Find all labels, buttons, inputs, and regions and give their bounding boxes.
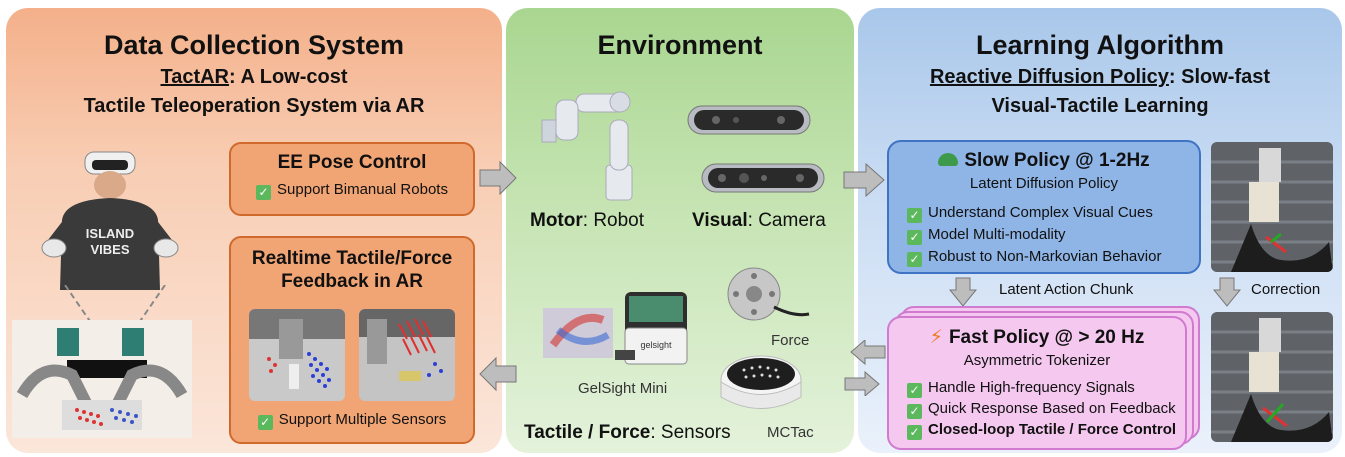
dashed-connector bbox=[64, 285, 166, 344]
fast-policy-subtitle: Asymmetric Tokenizer bbox=[963, 352, 1111, 369]
force-sensor-image bbox=[727, 267, 810, 321]
feedback-title-line1: Realtime Tactile/Force bbox=[251, 248, 453, 269]
gelsight-logo-text: gelsight bbox=[640, 340, 672, 350]
ee-pose-item: ✓ Support Bimanual Robots bbox=[231, 181, 473, 200]
camera-image-2 bbox=[701, 163, 825, 193]
robot-arm-image bbox=[541, 91, 633, 201]
slow-policy-item: ✓ Model Multi-modality bbox=[907, 226, 1199, 245]
shirt-text-line2: VIBES bbox=[90, 242, 129, 257]
check-icon: ✓ bbox=[256, 185, 272, 200]
turtle-icon bbox=[938, 153, 959, 166]
slow-item-text: Robust to Non-Markovian Behavior bbox=[928, 248, 1162, 265]
data-collection-title: Data Collection System bbox=[103, 30, 405, 60]
slow-policy-item: ✓ Understand Complex Visual Cues bbox=[907, 204, 1199, 223]
mctac-label: MCTac bbox=[767, 424, 814, 441]
rdp-name: Reactive Diffusion Policy bbox=[929, 66, 1169, 88]
visual-label: Visual: Camera bbox=[692, 210, 826, 232]
mctac-image bbox=[720, 355, 802, 409]
gelsight-mini-image: gelsight bbox=[543, 292, 688, 365]
ee-pose-control-box: EE Pose Control ✓ Support Bimanual Robots bbox=[229, 142, 475, 216]
fast-policy-title-text: Fast Policy @ > 20 Hz bbox=[948, 327, 1145, 348]
tactar-name: TactAR bbox=[160, 66, 229, 88]
slow-policy-robot-photo bbox=[1211, 142, 1333, 272]
fast-policy-item: ✓ Closed-loop Tactile / Force Control bbox=[907, 421, 1185, 440]
check-icon: ✓ bbox=[907, 252, 922, 267]
slow-item-text: Model Multi-modality bbox=[928, 226, 1066, 243]
arrow-left-icon bbox=[479, 356, 517, 392]
tactile-label-rest: : Sensors bbox=[650, 422, 731, 443]
learning-algorithm-title: Learning Algorithm bbox=[976, 30, 1224, 60]
swap-arrows-icon bbox=[844, 340, 886, 396]
lightning-icon: ⚡ bbox=[929, 327, 943, 348]
fast-item-text: Quick Response Based on Feedback bbox=[928, 400, 1176, 417]
rdp-subtitle-rest: : Slow-fast bbox=[1168, 66, 1271, 88]
fast-item-text: Handle High-frequency Signals bbox=[928, 379, 1135, 396]
rdp-subtitle-line2: Visual-Tactile Learning bbox=[991, 95, 1209, 117]
check-icon: ✓ bbox=[907, 208, 922, 223]
fast-item-text-bold: Closed-loop Tactile / Force Control bbox=[928, 421, 1177, 438]
check-icon: ✓ bbox=[907, 404, 922, 419]
force-label: Force bbox=[771, 332, 810, 349]
tactar-subtitle-rest: : A Low-cost bbox=[229, 66, 348, 88]
ee-pose-control-title: EE Pose Control bbox=[277, 152, 427, 173]
vr-operator-illustration: ISLAND VIBES bbox=[41, 151, 179, 290]
visual-label-bold: Visual bbox=[692, 210, 748, 231]
ee-pose-item-text: Support Bimanual Robots bbox=[277, 181, 448, 198]
fast-policy-item: ✓ Quick Response Based on Feedback bbox=[907, 400, 1185, 419]
camera-image-1 bbox=[687, 105, 811, 135]
slow-policy-list: ✓ Understand Complex Visual Cues ✓ Model M… bbox=[907, 204, 1199, 267]
visual-label-rest: : Camera bbox=[747, 210, 826, 231]
motor-label-bold: Motor bbox=[530, 210, 583, 231]
arrow-down-icon bbox=[948, 277, 978, 307]
arrow-right-icon bbox=[843, 162, 885, 198]
check-icon: ✓ bbox=[257, 415, 273, 430]
check-icon: ✓ bbox=[907, 383, 922, 398]
tactar-subtitle-line2: Tactile Teleoperation System via AR bbox=[83, 95, 425, 117]
fast-policy-list: ✓ Handle High-frequency Signals ✓ Quick Re… bbox=[907, 379, 1185, 440]
fast-policy-title: ⚡Fast Policy @ > 20 Hz bbox=[889, 326, 1185, 349]
correction-label: Correction bbox=[1251, 281, 1321, 298]
motor-label-rest: : Robot bbox=[582, 210, 645, 231]
slow-policy-box: Slow Policy @ 1-2Hz Latent Diffusion Pol… bbox=[887, 140, 1201, 274]
feedback-item: ✓ Support Multiple Sensors bbox=[231, 411, 473, 430]
arrow-down-icon bbox=[1212, 277, 1242, 307]
ar-feedback-image-2 bbox=[359, 309, 455, 401]
ar-feedback-image-1 bbox=[249, 309, 345, 401]
check-icon: ✓ bbox=[907, 230, 922, 245]
slow-policy-item: ✓ Robust to Non-Markovian Behavior bbox=[907, 248, 1199, 267]
bimanual-robot-illustration bbox=[12, 320, 192, 438]
environment-title: Environment bbox=[597, 30, 763, 60]
slow-policy-title: Slow Policy @ 1-2Hz bbox=[889, 150, 1199, 172]
tactile-force-label: Tactile / Force: Sensors bbox=[524, 422, 731, 444]
latent-action-label: Latent Action Chunk bbox=[999, 281, 1134, 298]
shirt-text-line1: ISLAND bbox=[86, 226, 134, 241]
slow-policy-title-text: Slow Policy @ 1-2Hz bbox=[964, 150, 1150, 171]
slow-policy-subtitle: Latent Diffusion Policy bbox=[969, 175, 1119, 192]
feedback-item-text: Support Multiple Sensors bbox=[278, 411, 447, 428]
motor-label: Motor: Robot bbox=[530, 210, 644, 232]
fast-policy-robot-photo bbox=[1211, 312, 1333, 442]
arrow-right-icon bbox=[479, 160, 517, 196]
tactile-label-bold: Tactile / Force bbox=[524, 422, 651, 443]
fast-policy-box: ⚡Fast Policy @ > 20 Hz Asymmetric Tokeni… bbox=[887, 316, 1187, 450]
tactar-subtitle: TactAR: A Low-cost bbox=[6, 66, 502, 89]
feedback-title-line2: Feedback in AR bbox=[281, 271, 423, 292]
check-icon: ✓ bbox=[907, 425, 922, 440]
rdp-subtitle: Reactive Diffusion Policy: Slow-fast bbox=[858, 66, 1342, 89]
slow-item-text: Understand Complex Visual Cues bbox=[928, 204, 1153, 221]
fast-policy-item: ✓ Handle High-frequency Signals bbox=[907, 379, 1185, 398]
gelsight-label: GelSight Mini bbox=[578, 380, 668, 397]
